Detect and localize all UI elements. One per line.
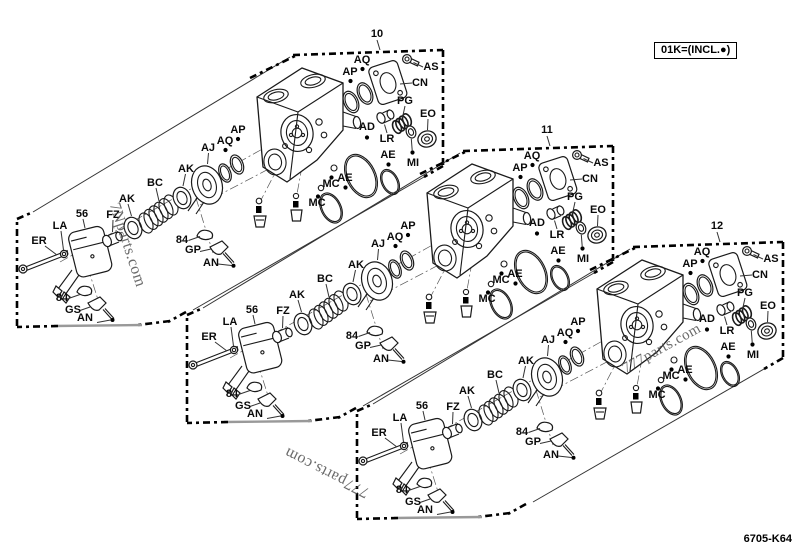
part-label-fz: FZ — [106, 209, 120, 221]
part-label-cn: CN — [412, 77, 428, 89]
part-label-an: AN — [203, 257, 219, 269]
part-label-la: LA — [223, 316, 238, 328]
part-label-eo: EO — [590, 204, 606, 216]
part-label-aq: AQ — [557, 327, 574, 339]
part-label-gp: GP — [525, 436, 541, 448]
assembly-12-drawing — [355, 230, 785, 521]
part-label-er: ER — [201, 331, 216, 343]
part-label-gp: GP — [355, 340, 371, 352]
part-label-ak: AK — [348, 259, 364, 271]
part-label-ad: AD — [359, 121, 375, 133]
part-label-lr: LR — [550, 229, 565, 241]
part-label-mc: MC — [662, 370, 679, 382]
part-label-aq: AQ — [217, 135, 234, 147]
part-label-aq: AQ — [694, 246, 711, 258]
part-label-an: AN — [247, 408, 263, 420]
part-label-cn: CN — [752, 269, 768, 281]
part-label-aj: AJ — [541, 334, 555, 346]
part-label-gp: GP — [185, 244, 201, 256]
part-label-84: 84 — [176, 234, 189, 246]
part-label-an: AN — [417, 504, 433, 516]
kit-legend: 01K=(INCL.●) — [654, 42, 738, 59]
part-label-eo: EO — [420, 108, 436, 120]
part-label-la: LA — [393, 412, 408, 424]
part-label-ap: AP — [400, 220, 415, 232]
part-label-fz: FZ — [276, 305, 290, 317]
part-label-fz: FZ — [446, 401, 460, 413]
part-label-ae: AE — [720, 341, 735, 353]
part-label-ae: AE — [507, 268, 522, 280]
part-label-ae: AE — [380, 149, 395, 161]
part-label-ap: AP — [342, 66, 357, 78]
part-label-84: 84 — [346, 330, 359, 342]
part-label-mc: MC — [308, 197, 325, 209]
part-label-er: ER — [371, 427, 386, 439]
part-label-mc: MC — [648, 389, 665, 401]
part-label-mi: MI — [747, 349, 759, 361]
part-label-56: 56 — [246, 304, 258, 316]
part-label-mi: MI — [407, 157, 419, 169]
part-label-mc: MC — [492, 274, 509, 286]
part-label-mc: MC — [478, 293, 495, 305]
part-label-as: AS — [763, 253, 778, 265]
part-label-eo: EO — [760, 300, 776, 312]
part-label-bc: BC — [487, 369, 503, 381]
part-label-aq: AQ — [354, 54, 371, 66]
part-label-gs: GS — [235, 400, 251, 412]
part-label-ae: AE — [550, 245, 565, 257]
part-label-mi: MI — [577, 253, 589, 265]
part-label-ak: AK — [459, 385, 475, 397]
part-label-ap: AP — [570, 316, 585, 328]
part-label-84: 84 — [396, 484, 409, 496]
part-label-ap: AP — [682, 258, 697, 270]
part-label-an: AN — [77, 312, 93, 324]
part-label-ae: AE — [337, 172, 352, 184]
part-label-as: AS — [593, 157, 608, 169]
part-label-56: 56 — [416, 400, 428, 412]
part-label-aq: AQ — [387, 231, 404, 243]
part-label-ak: AK — [178, 163, 194, 175]
part-label-84: 84 — [226, 388, 239, 400]
assembly-number-10: 10 — [371, 28, 383, 40]
part-label-bc: BC — [317, 273, 333, 285]
part-label-84: 84 — [56, 292, 69, 304]
part-label-aq: AQ — [524, 150, 541, 162]
part-label-pg: PG — [737, 287, 753, 299]
part-label-er: ER — [31, 235, 46, 247]
part-label-gs: GS — [65, 304, 81, 316]
part-label-ae: AE — [677, 364, 692, 376]
part-label-mc: MC — [322, 178, 339, 190]
part-label-ad: AD — [529, 217, 545, 229]
part-label-as: AS — [423, 61, 438, 73]
part-label-84: 84 — [516, 426, 529, 438]
part-label-an: AN — [373, 353, 389, 365]
part-label-ak: AK — [289, 289, 305, 301]
assembly-number-12: 12 — [711, 220, 723, 232]
assembly-number-11: 11 — [541, 124, 553, 136]
part-label-aj: AJ — [201, 142, 215, 154]
part-label-ak: AK — [119, 193, 135, 205]
part-label-ap: AP — [512, 162, 527, 174]
part-label-pg: PG — [397, 95, 413, 107]
part-label-la: LA — [53, 220, 68, 232]
drawing-code: 6705-K64 — [743, 533, 792, 545]
part-label-lr: LR — [380, 133, 395, 145]
part-label-pg: PG — [567, 191, 583, 203]
part-label-56: 56 — [76, 208, 88, 220]
part-label-cn: CN — [582, 173, 598, 185]
part-label-ad: AD — [699, 313, 715, 325]
part-label-lr: LR — [720, 325, 735, 337]
part-label-bc: BC — [147, 177, 163, 189]
part-label-ap: AP — [230, 124, 245, 136]
part-label-ak: AK — [518, 355, 534, 367]
part-label-an: AN — [543, 449, 559, 461]
part-label-aj: AJ — [371, 238, 385, 250]
part-label-gs: GS — [405, 496, 421, 508]
